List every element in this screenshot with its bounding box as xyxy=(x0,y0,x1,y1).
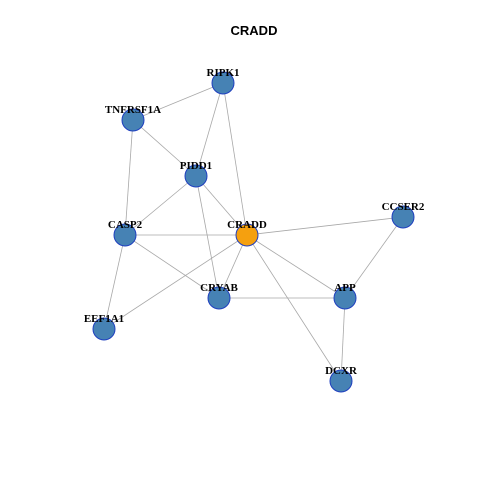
edge-cradd-app xyxy=(246,234,346,299)
edge-pidd1-casp2 xyxy=(124,175,197,236)
node-label-cradd: CRADD xyxy=(227,219,267,231)
edge-tnfrsf1a-casp2 xyxy=(124,119,134,236)
edge-pidd1-cryab xyxy=(195,175,220,299)
edge-ccser2-app xyxy=(344,216,404,299)
graph-title: CRADD xyxy=(231,23,278,38)
edge-cradd-dcxr xyxy=(246,234,342,382)
edge-casp2-eef1a1 xyxy=(103,234,126,330)
node-layer xyxy=(92,71,415,393)
node-label-casp2: CASP2 xyxy=(108,219,143,231)
edge-cradd-eef1a1 xyxy=(103,234,248,330)
edge-casp2-cryab xyxy=(124,234,220,299)
node-pidd1[interactable] xyxy=(184,164,208,188)
node-tnfrsf1a[interactable] xyxy=(121,108,145,132)
node-label-cryab: CRYAB xyxy=(200,282,238,294)
node-casp2[interactable] xyxy=(113,223,137,247)
node-cradd[interactable] xyxy=(235,223,259,247)
node-dcxr[interactable] xyxy=(329,369,353,393)
node-label-ripk1: RIPK1 xyxy=(207,67,240,79)
node-label-tnfrsf1a: TNFRSF1A xyxy=(105,104,161,116)
node-label-pidd1: PIDD1 xyxy=(180,160,212,172)
edge-ripk1-pidd1 xyxy=(195,82,224,177)
node-cryab[interactable] xyxy=(207,286,231,310)
edge-cradd-ccser2 xyxy=(246,216,404,236)
node-label-eef1a1: EEF1A1 xyxy=(84,313,124,325)
edge-pidd1-cradd xyxy=(195,175,248,236)
node-ccser2[interactable] xyxy=(391,205,415,229)
node-ripk1[interactable] xyxy=(211,71,235,95)
node-eef1a1[interactable] xyxy=(92,317,116,341)
edge-tnfrsf1a-pidd1 xyxy=(132,119,197,177)
edge-ripk1-cradd xyxy=(222,82,248,236)
node-label-app: APP xyxy=(334,282,356,294)
node-label-dcxr: DCXR xyxy=(325,365,358,377)
edge-app-dcxr xyxy=(340,297,346,382)
node-app[interactable] xyxy=(333,286,357,310)
edge-ripk1-tnfrsf1a xyxy=(132,82,224,121)
node-label-ccser2: CCSER2 xyxy=(382,201,425,213)
